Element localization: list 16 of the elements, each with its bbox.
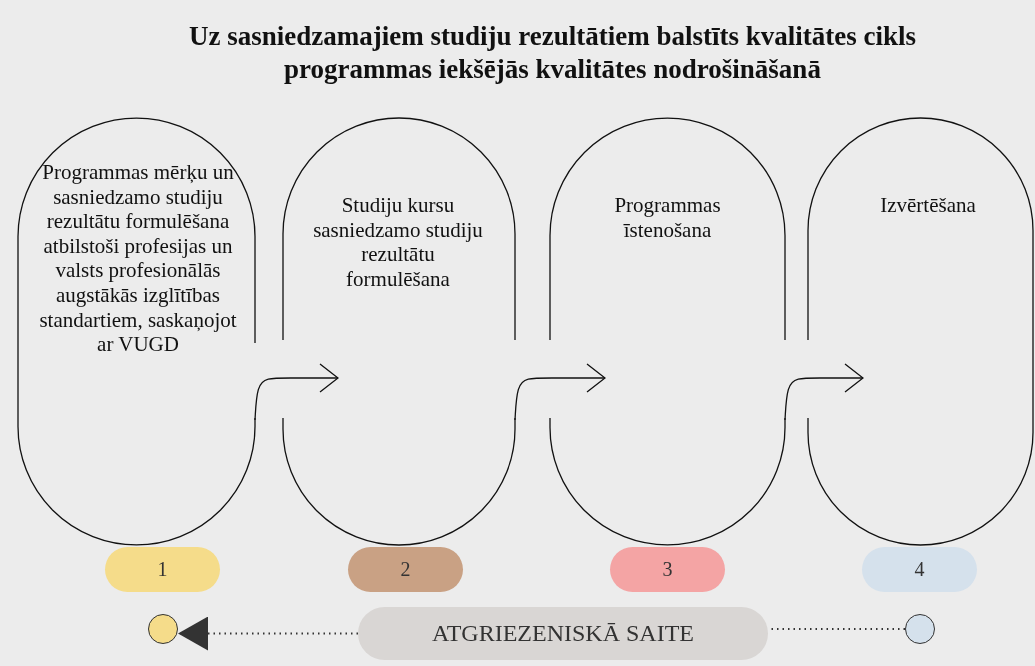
arrow [254,363,339,421]
arrow [514,363,606,421]
feedback-arrow [177,616,359,651]
stage-text: Izvērtēšana [879,193,977,218]
feedback-pill: ATGRIEZENISKĀ SAITE [358,607,768,660]
step-number-pill: 1 [105,547,220,592]
step-number-pill: 4 [862,547,977,592]
stage-text: Studiju kursu sasniedzamo studiju rezultātu formulēšana [312,193,484,292]
step-number-pill: 3 [610,547,725,592]
step-number-pill: 2 [348,547,463,592]
circle-marker [905,614,935,644]
arrow [784,363,864,421]
circle-marker [148,614,178,644]
title: Uz sasniedzamajiem studiju rezultātiem balstīts kvalitātes cikls programmas iekšējās kvalitātes nodrošināšanā [188,20,917,86]
stage-text: Programmas īstenošana [613,193,722,243]
stage-text: Programmas mērķu un sasniedzamo studiju rezultātu formulēšana atbilstoši profesijas un valsts profesionālās augstākās izglītības standartiem, saskaņojot ar VUGD [38,160,238,357]
